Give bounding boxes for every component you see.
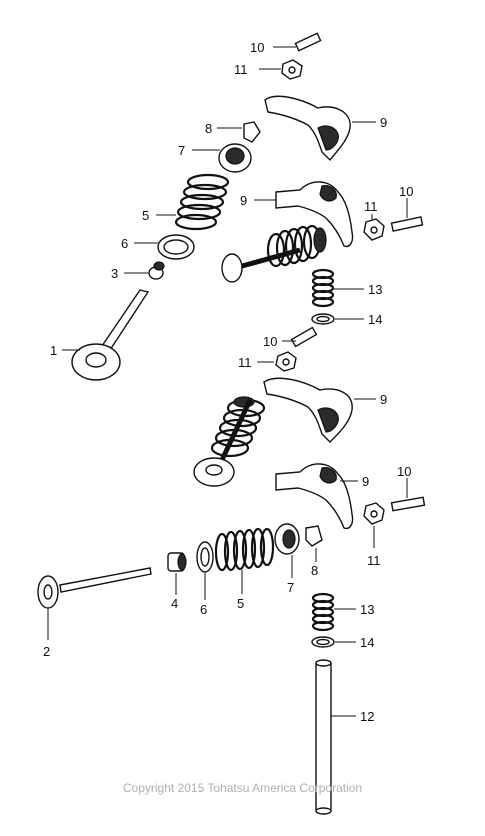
part-5-spring-lower xyxy=(214,527,275,594)
part-13-spring-lower xyxy=(311,592,356,632)
assembled-valve-upper xyxy=(221,224,327,283)
part-9-rocker-arm-fourth xyxy=(275,463,358,530)
callout-7-lower: 7 xyxy=(287,580,294,595)
part-6-washer-lower xyxy=(196,541,214,600)
part-14-washer-lower xyxy=(311,636,356,648)
part-8-cotter-lower xyxy=(305,525,323,562)
callout-9-second: 9 xyxy=(240,193,247,208)
part-10-bolt-fourth xyxy=(390,478,426,512)
part-1-intake-valve xyxy=(62,289,150,381)
part-3-seal xyxy=(124,261,165,280)
part-13-spring-top xyxy=(311,268,364,308)
callout-13-top: 13 xyxy=(368,282,382,297)
callout-5-top: 5 xyxy=(142,208,149,223)
part-9-rocker-arm-top xyxy=(264,95,376,162)
callout-10-third: 10 xyxy=(263,334,277,349)
callout-11-top: 11 xyxy=(234,62,248,77)
callout-1: 1 xyxy=(50,343,57,358)
part-8-cotter-top xyxy=(217,121,261,143)
part-9-rocker-arm-second xyxy=(254,181,354,248)
part-10-bolt-third xyxy=(282,326,318,348)
part-11-nut-fourth xyxy=(363,502,385,548)
callout-10-second: 10 xyxy=(399,184,413,199)
callout-13-lower: 13 xyxy=(360,602,374,617)
callout-9-fourth: 9 xyxy=(362,474,369,489)
callout-11-second: 11 xyxy=(364,199,378,214)
callout-6-top: 6 xyxy=(121,236,128,251)
part-11-nut-second xyxy=(363,214,385,241)
callout-7-top: 7 xyxy=(178,143,185,158)
callout-10-top: 10 xyxy=(250,40,264,55)
callout-10-fourth: 10 xyxy=(397,464,411,479)
callout-11-third: 11 xyxy=(238,355,252,370)
part-7-retainer-top xyxy=(192,143,252,173)
part-4-seal xyxy=(167,552,187,595)
callout-2: 2 xyxy=(43,644,50,659)
callout-8-lower: 8 xyxy=(311,563,318,578)
part-9-rocker-arm-third xyxy=(263,377,376,443)
part-5-spring-top xyxy=(156,173,230,231)
part-6-washer-top xyxy=(134,234,195,260)
callout-11-fourth: 11 xyxy=(367,553,381,568)
callout-14-top: 14 xyxy=(368,312,382,327)
callout-12: 12 xyxy=(360,709,374,724)
callout-6-lower: 6 xyxy=(200,602,207,617)
part-10-bolt-top xyxy=(273,32,322,52)
part-10-bolt-second xyxy=(390,198,424,232)
callout-8-top: 8 xyxy=(205,121,212,136)
callout-5-lower: 5 xyxy=(237,596,244,611)
part-11-nut-top xyxy=(259,59,303,80)
callout-9-top: 9 xyxy=(380,115,387,130)
assembled-valve-lower xyxy=(193,396,266,487)
callout-9-third: 9 xyxy=(380,392,387,407)
callout-14-lower: 14 xyxy=(360,635,374,650)
part-14-washer-top xyxy=(311,313,364,325)
part-2-exhaust-valve xyxy=(37,567,152,640)
callout-3: 3 xyxy=(111,266,118,281)
part-12-push-rod xyxy=(315,659,356,815)
part-11-nut-third xyxy=(257,351,297,372)
part-7-retainer-lower xyxy=(274,523,300,578)
copyright-notice: Copyright 2015 Tohatsu America Corporati… xyxy=(122,781,363,795)
callout-4: 4 xyxy=(171,596,178,611)
